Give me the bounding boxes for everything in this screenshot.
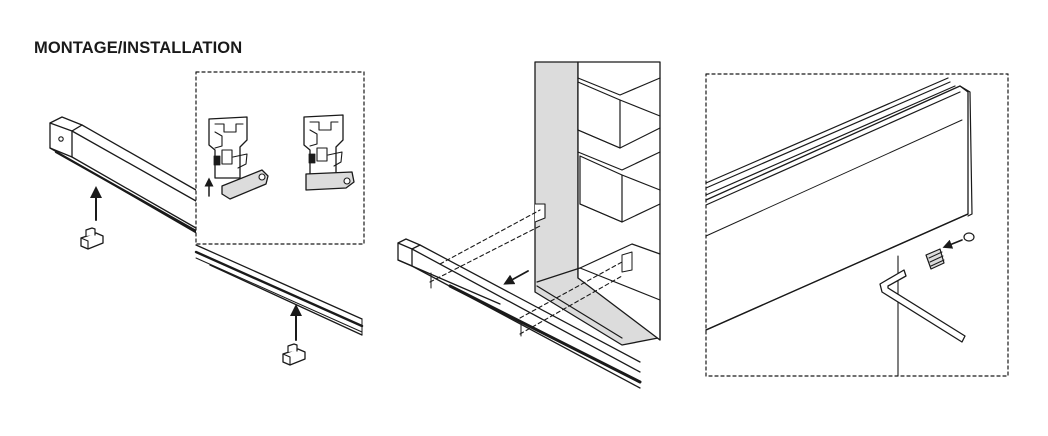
arrow-left-icon <box>503 270 529 285</box>
clip-detail-closed <box>303 114 355 191</box>
cabinet-corner <box>705 77 973 377</box>
arrow-left-icon <box>942 239 963 249</box>
rail-clip <box>80 227 104 250</box>
step2-cabinet-mounting <box>397 61 661 389</box>
rail-clip <box>282 343 306 366</box>
clip-detail-open <box>204 116 269 200</box>
detail-frame <box>705 73 1009 377</box>
alignment-guides <box>429 209 623 335</box>
hex-key-icon <box>879 269 966 343</box>
wall-rail <box>397 238 642 389</box>
cabinet-shelves <box>536 77 661 341</box>
step3-set-screw-detail <box>705 73 1009 377</box>
page-title: MONTAGE/INSTALLATION <box>34 39 243 57</box>
rail-body <box>49 124 364 336</box>
screw-hole <box>963 232 975 242</box>
step1-rail-clip-assembly <box>49 71 365 366</box>
set-screw-icon <box>925 248 945 270</box>
